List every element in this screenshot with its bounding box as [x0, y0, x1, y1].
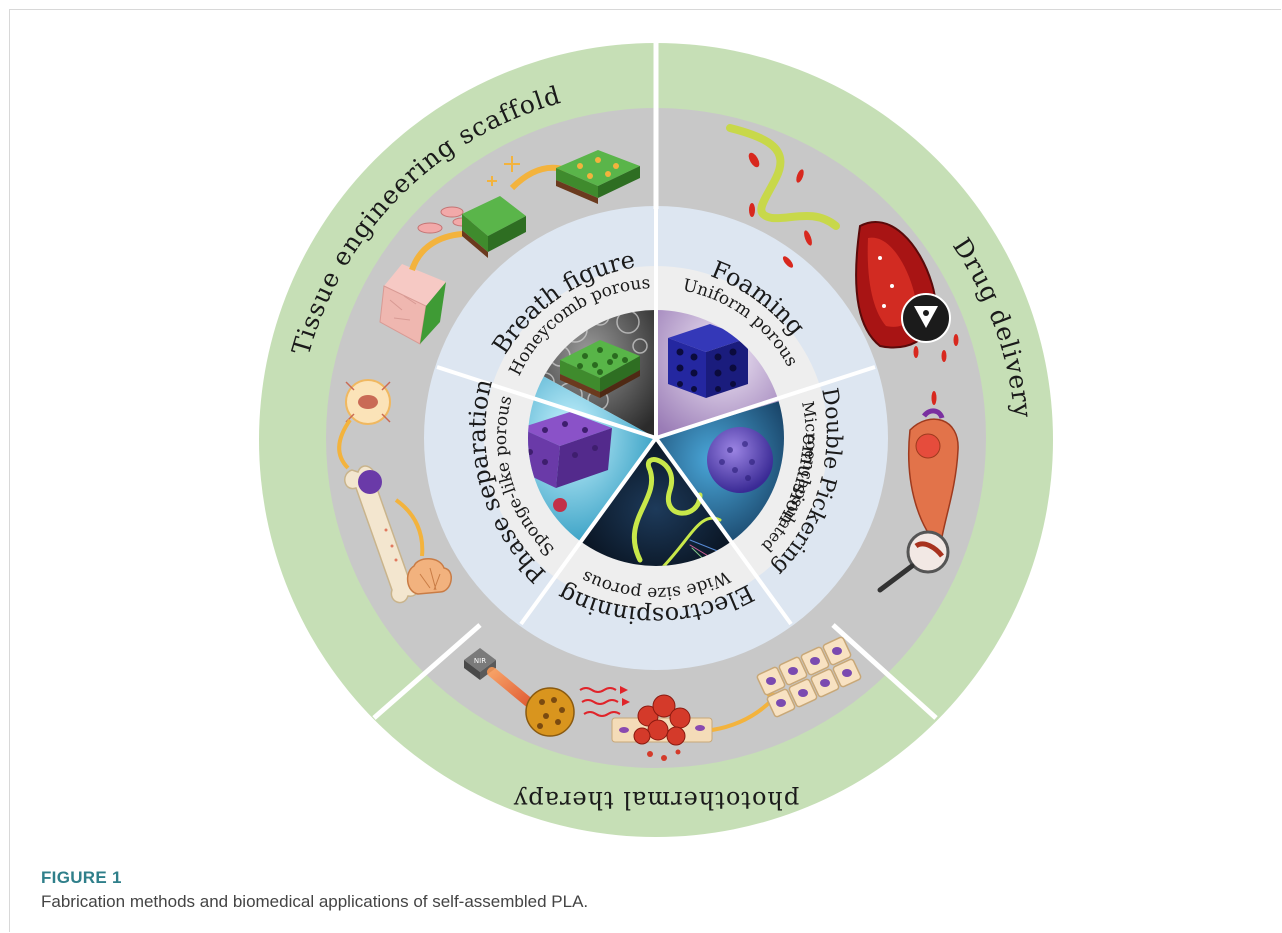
sparkle-icon — [487, 156, 520, 186]
green-scaffold-icon — [462, 196, 526, 258]
bone-icon — [344, 465, 418, 604]
healthy-cells-icon — [756, 636, 862, 718]
arrow-skin-to-scaffold — [409, 231, 463, 272]
arrow-bone-to-tissue — [394, 498, 425, 557]
drug-delivery-illustrations — [726, 124, 959, 593]
honeycomb-block-icon — [560, 340, 640, 398]
tumor-icon — [611, 694, 713, 761]
magnifier-icon — [877, 530, 950, 593]
skin-tissue-icon — [379, 264, 446, 345]
nanoparticle-icon — [901, 293, 951, 343]
seeded-scaffold-icon — [556, 150, 640, 204]
sponge-block-icon — [528, 412, 612, 521]
photothermal-illustrations: NIR — [464, 636, 862, 761]
microcapsule-ball-icon — [707, 427, 773, 493]
figure-caption-label: FIGURE 1 — [41, 868, 122, 887]
drug-release-drops-icon — [913, 334, 959, 405]
arrow-cell-to-bone — [337, 418, 352, 470]
app-label-photothermal: photothermal therapy — [513, 786, 800, 814]
figure-frame — [9, 9, 1281, 932]
arrow-tumor-to-cells — [711, 698, 774, 732]
nir-label: NIR — [474, 657, 486, 665]
method-dividers — [436, 208, 876, 626]
muscle-tissue-icon — [908, 408, 959, 550]
nanofiber-drug-icon — [726, 124, 840, 230]
drug-drops-icon — [748, 152, 812, 268]
electrospun-image — [572, 438, 740, 566]
cell-round-icon — [345, 379, 391, 425]
application-dividers — [372, 43, 938, 720]
porous-particle-icon — [525, 687, 575, 737]
heat-waves-icon — [579, 686, 630, 717]
bone-tissue-icon — [406, 558, 452, 595]
figure-caption-text: Fabrication methods and biomedical appli… — [41, 892, 589, 911]
tissue-engineering-illustrations — [337, 150, 640, 604]
